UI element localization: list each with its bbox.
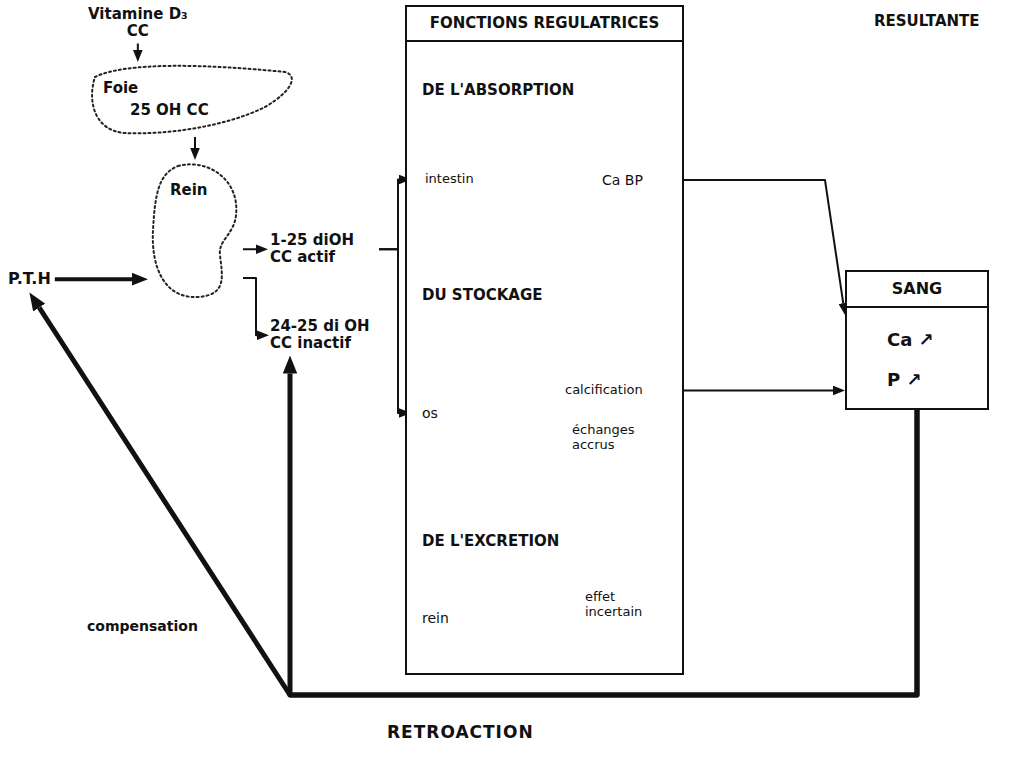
kidney-organ: Rein — [148, 160, 243, 300]
node-heading: DE L'EXCRETION — [422, 533, 559, 550]
node-text: calcification — [565, 383, 643, 398]
node-text: Ca BP — [602, 172, 643, 188]
excretion-section: DE L'EXCRETION rein effet incertain — [407, 515, 678, 673]
node-heading: DU STOCKAGE — [422, 287, 542, 304]
node-text: CC — [88, 23, 188, 40]
node-heading: Vitamine D₃ — [88, 6, 188, 23]
node-text: effet incertain — [585, 590, 665, 620]
flow-arrow — [55, 277, 132, 281]
node-heading: DE L'ABSORPTION — [422, 82, 574, 99]
loop-label: RETROACTION — [385, 722, 536, 742]
metabolite-label: 1-25 diOH CC actif — [270, 232, 376, 267]
blood-box: SANG Ca ↗ P ↗ — [845, 270, 989, 410]
node-text: 25 OH CC — [130, 102, 209, 119]
source-label: Vitamine D₃CC — [88, 6, 188, 41]
node-text: intestin — [425, 172, 474, 187]
organ-outline — [148, 160, 243, 300]
flow-arrow — [137, 44, 139, 51]
hormone-label: P.T.H — [8, 270, 51, 288]
node-heading: FONCTIONS REGULATRICES — [407, 7, 682, 42]
organ-outline-path — [153, 164, 237, 297]
node-heading: P.T.H — [8, 270, 51, 288]
node-text: échanges accrus — [572, 423, 662, 453]
liver-organ: Foie 25 OH CC — [85, 62, 295, 137]
absorption-section: DE L'ABSORPTION intestin Ca BP — [407, 52, 678, 262]
node-heading: 1-25 diOH CC actif — [270, 232, 376, 267]
storage-section: DU STOCKAGE os calcification échanges accru… — [407, 265, 678, 515]
node-text: os — [422, 405, 438, 421]
node-heading: SANG — [847, 272, 987, 308]
organ-outline-path — [92, 66, 292, 133]
flow-arrow — [684, 180, 843, 303]
flow-arrow — [194, 137, 196, 148]
edge-label: compensation — [85, 618, 200, 634]
function-panel: FONCTIONS REGULATRICES DE L'ABSORPTION int… — [405, 5, 684, 675]
node-text: P ↗ — [887, 370, 922, 391]
node-heading: 24-25 di OH CC inactif — [270, 318, 394, 353]
node-text: rein — [422, 610, 449, 626]
column-heading: RESULTANTE — [872, 12, 982, 30]
flow-arrow — [379, 249, 399, 413]
flow-arrow — [243, 248, 256, 250]
flow-arrow — [684, 389, 833, 391]
node-heading: Foie — [103, 80, 138, 97]
organ-outline — [85, 62, 295, 137]
flow-arrow — [243, 278, 257, 335]
node-text: Ca ↗ — [887, 330, 934, 351]
metabolite-label: 24-25 di OH CC inactif — [270, 318, 394, 353]
flow-arrow — [379, 179, 399, 249]
node-heading: Rein — [170, 182, 208, 199]
